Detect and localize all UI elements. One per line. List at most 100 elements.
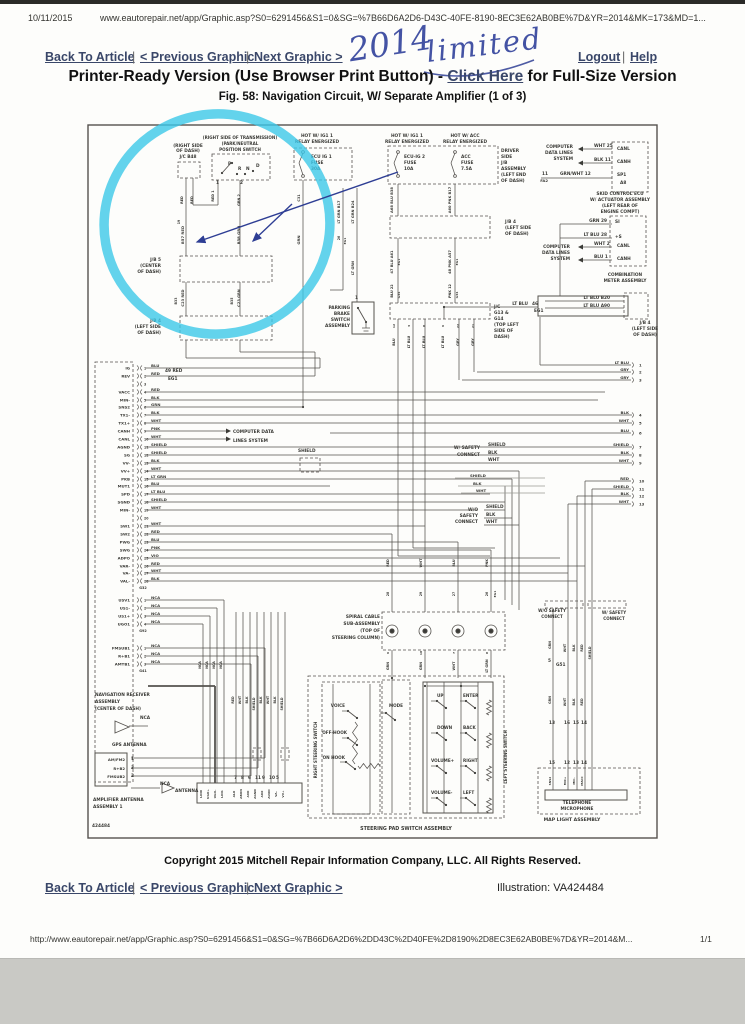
svg-text:GRN: GRN bbox=[548, 696, 552, 704]
svg-text:UGO1: UGO1 bbox=[118, 622, 131, 627]
svg-text:GRN 29: GRN 29 bbox=[589, 218, 607, 224]
svg-text:ENGINE COMPT): ENGINE COMPT) bbox=[601, 209, 640, 215]
svg-text:DASH): DASH) bbox=[494, 334, 510, 340]
svg-text:AGND: AGND bbox=[253, 789, 257, 799]
svg-text:NAVIGATION RECEIVER: NAVIGATION RECEIVER bbox=[95, 692, 151, 698]
svg-text:C23 GRN: C23 GRN bbox=[237, 289, 241, 307]
svg-text:ENTER: ENTER bbox=[463, 693, 479, 698]
next-graphic-link-bottom[interactable]: Next Graphic > bbox=[254, 881, 343, 895]
svg-text:WHT: WHT bbox=[488, 457, 499, 463]
print-page-number: 1/1 bbox=[700, 934, 712, 944]
svg-text:SPIRAL CABLE: SPIRAL CABLE bbox=[346, 614, 380, 620]
click-here-link[interactable]: Click Here bbox=[447, 68, 524, 85]
svg-text:WHT: WHT bbox=[619, 499, 630, 504]
svg-text:AMPLIFIER ANTENNA: AMPLIFIER ANTENNA bbox=[93, 797, 144, 803]
svg-text:6: 6 bbox=[639, 430, 642, 435]
previous-graphic-link[interactable]: < Previous Graphic bbox=[140, 50, 255, 64]
svg-text:NCA: NCA bbox=[219, 661, 223, 669]
svg-text:BRAKE: BRAKE bbox=[334, 311, 350, 317]
scan-edge-artifact bbox=[0, 0, 745, 4]
back-to-article-link[interactable]: Back To Article bbox=[45, 50, 135, 64]
svg-text:AUX: AUX bbox=[260, 790, 264, 798]
svg-text:MIC-: MIC- bbox=[572, 777, 576, 785]
svg-text:GRN 2: GRN 2 bbox=[237, 193, 241, 205]
svg-text:CANL: CANL bbox=[617, 146, 630, 152]
next-graphic-link[interactable]: Next Graphic > bbox=[254, 50, 343, 64]
svg-text:SPD: SPD bbox=[121, 492, 131, 497]
svg-text:NCA: NCA bbox=[151, 619, 160, 624]
svg-text:(TOP LEFT: (TOP LEFT bbox=[494, 322, 519, 328]
svg-text:VOLUME-: VOLUME- bbox=[431, 790, 453, 795]
svg-text:WHT: WHT bbox=[563, 643, 567, 652]
svg-text:12: 12 bbox=[639, 493, 645, 498]
svg-text:NCA: NCA bbox=[151, 603, 160, 608]
svg-text:GRN/WHT 12: GRN/WHT 12 bbox=[560, 171, 591, 177]
svg-text:NCA: NCA bbox=[151, 595, 160, 600]
svg-text:+S: +S bbox=[615, 234, 622, 240]
svg-text:SKID CONTROL ECU: SKID CONTROL ECU bbox=[596, 191, 644, 197]
svg-text:WHT: WHT bbox=[151, 418, 162, 423]
svg-text:RELAY ENERGIZED: RELAY ENERGIZED bbox=[443, 139, 487, 145]
svg-text:ABON: ABON bbox=[239, 789, 243, 799]
svg-text:BLU 22: BLU 22 bbox=[390, 284, 394, 298]
svg-text:(TOP OF: (TOP OF bbox=[360, 628, 380, 634]
svg-text:MIN-: MIN- bbox=[120, 398, 131, 403]
svg-text:RED: RED bbox=[151, 561, 161, 566]
svg-text:RED: RED bbox=[180, 196, 184, 204]
svg-text:VV-: VV- bbox=[123, 461, 131, 466]
svg-text:DATA LINES: DATA LINES bbox=[545, 150, 573, 156]
svg-text:10: 10 bbox=[639, 478, 645, 483]
svg-text:5: 5 bbox=[276, 775, 279, 781]
svg-text:9: 9 bbox=[386, 652, 390, 654]
svg-text:BLK: BLK bbox=[473, 481, 482, 486]
svg-text:9: 9 bbox=[144, 429, 147, 433]
svg-text:9: 9 bbox=[639, 460, 642, 465]
svg-text:11: 11 bbox=[542, 171, 548, 177]
svg-text:RED: RED bbox=[231, 696, 235, 704]
svg-text:19: 19 bbox=[177, 219, 181, 224]
separator: | bbox=[246, 50, 250, 64]
svg-text:TX1-: TX1- bbox=[120, 413, 130, 418]
svg-text:12: 12 bbox=[392, 324, 396, 328]
svg-text:EG1: EG1 bbox=[168, 376, 177, 382]
svg-text:BLK: BLK bbox=[151, 395, 160, 400]
svg-text:3: 3 bbox=[407, 325, 411, 327]
svg-text:GRY: GRY bbox=[456, 338, 460, 346]
title-pre: Printer-Ready Version (Use Browser Print… bbox=[68, 68, 448, 85]
previous-graphic-link-bottom[interactable]: < Previous Graphic bbox=[140, 881, 255, 895]
svg-text:(RIGHT SIDE: (RIGHT SIDE bbox=[173, 143, 203, 149]
svg-text:BLK: BLK bbox=[572, 644, 576, 651]
svg-text:BLK 11: BLK 11 bbox=[594, 157, 611, 163]
svg-text:VV+: VV+ bbox=[121, 469, 130, 474]
print-footer-url: http://www.eautorepair.net/app/Graphic.a… bbox=[30, 934, 633, 944]
svg-text:WHT: WHT bbox=[486, 519, 497, 525]
svg-text:B33: B33 bbox=[174, 298, 178, 305]
svg-text:SHIELD: SHIELD bbox=[252, 697, 256, 710]
svg-text:LT GRN B17: LT GRN B17 bbox=[337, 200, 341, 224]
svg-text:9: 9 bbox=[441, 325, 445, 327]
svg-text:22: 22 bbox=[456, 324, 460, 328]
svg-text:WHT: WHT bbox=[619, 458, 630, 463]
svg-text:G14: G14 bbox=[494, 316, 504, 322]
svg-text:3: 3 bbox=[144, 614, 146, 618]
svg-text:B57 RED: B57 RED bbox=[180, 226, 185, 244]
svg-text:SHIELD: SHIELD bbox=[151, 442, 168, 447]
svg-text:SHIELD: SHIELD bbox=[151, 497, 168, 502]
back-to-article-link-bottom[interactable]: Back To Article bbox=[45, 881, 135, 895]
svg-text:NCA: NCA bbox=[205, 661, 209, 669]
svg-text:VAR-: VAR- bbox=[120, 564, 131, 569]
svg-text:LT BLU B20: LT BLU B20 bbox=[583, 295, 610, 301]
svg-text:WHT: WHT bbox=[452, 661, 456, 671]
svg-text:OF DASH): OF DASH) bbox=[505, 231, 529, 237]
logout-link[interactable]: Logout bbox=[578, 50, 621, 64]
svg-text:WHT 25: WHT 25 bbox=[594, 143, 613, 149]
svg-text:(CENTER OF DASH): (CENTER OF DASH) bbox=[95, 706, 141, 712]
svg-text:PNK: PNK bbox=[151, 426, 161, 431]
svg-text:WHT: WHT bbox=[151, 466, 162, 471]
svg-text:C23 RED: C23 RED bbox=[181, 289, 185, 306]
svg-text:7: 7 bbox=[639, 444, 642, 449]
ink-arrow bbox=[251, 203, 293, 242]
svg-text:P: P bbox=[228, 161, 231, 167]
ink-arrow bbox=[195, 171, 399, 244]
help-link[interactable]: Help bbox=[630, 50, 658, 64]
